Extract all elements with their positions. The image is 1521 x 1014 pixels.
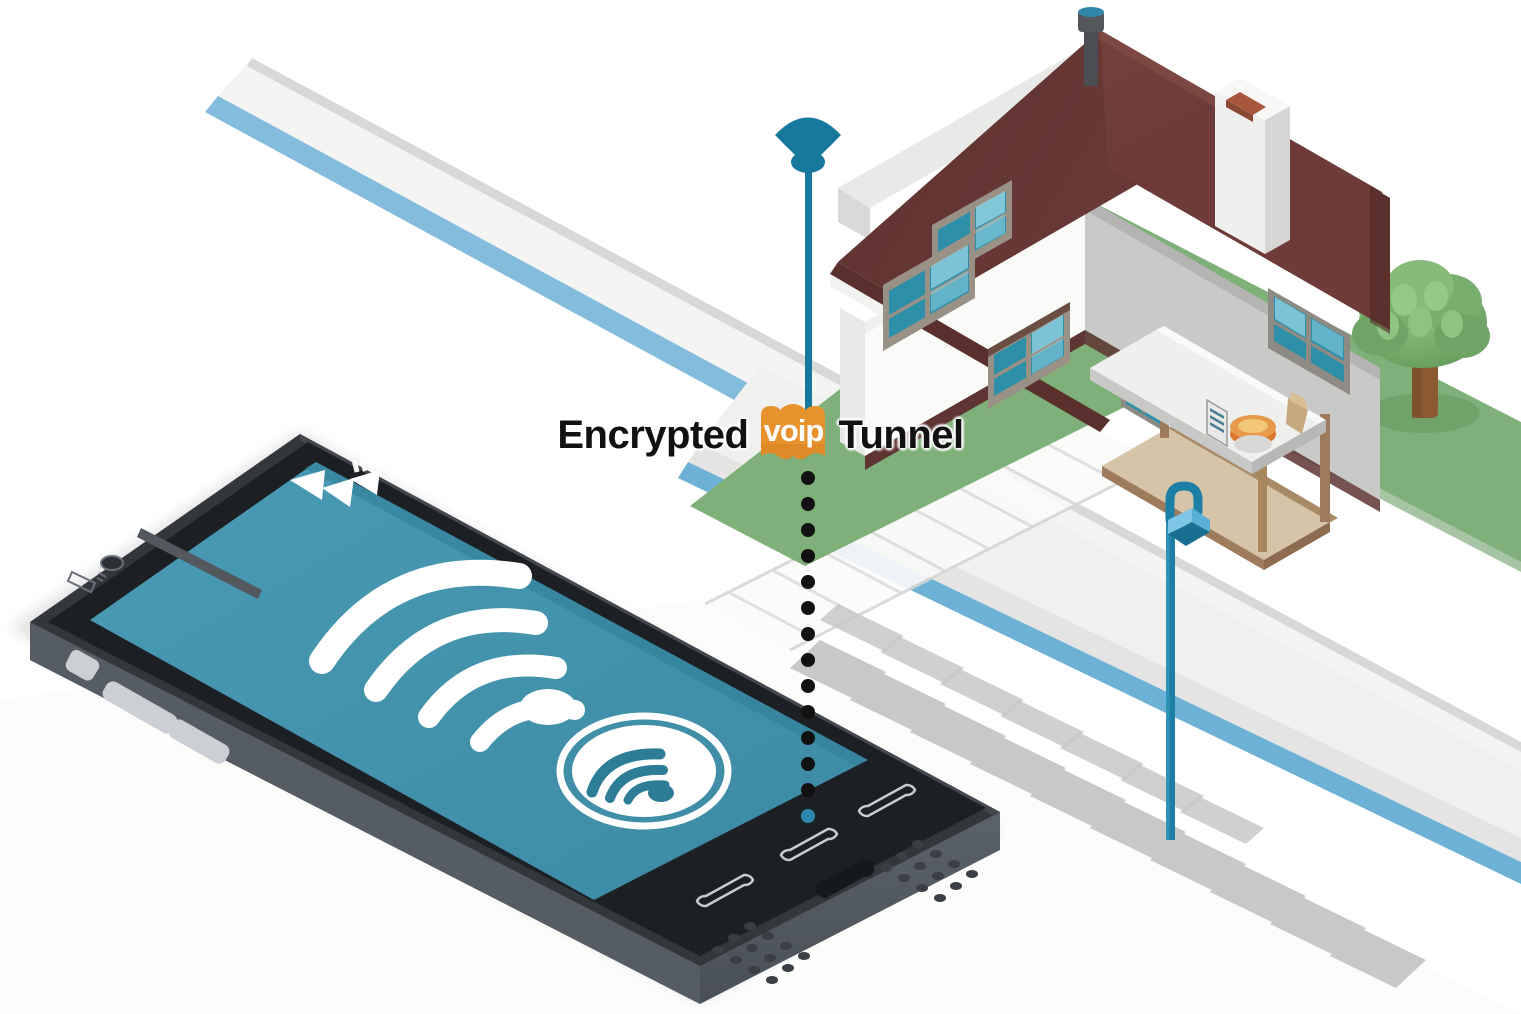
- phone-speaker-grille-right: [880, 840, 978, 902]
- phone-power-button[interactable]: [65, 649, 100, 681]
- phone-recents-button[interactable]: [857, 783, 917, 818]
- house-vent-pipe: [1078, 7, 1104, 86]
- porch-items: [1206, 392, 1308, 453]
- street-lamp: [1165, 481, 1210, 840]
- phone-back-button[interactable]: [695, 873, 755, 908]
- phone-volume-up-button[interactable]: [102, 681, 178, 734]
- voip-badge-shape: [761, 404, 826, 459]
- voip-badge[interactable]: voip: [756, 404, 830, 466]
- phone-usb-port: [816, 858, 874, 899]
- porch-post: [1258, 452, 1267, 552]
- voip-badge-label: voip: [763, 412, 825, 448]
- smartphone[interactable]: [10, 432, 1000, 1004]
- encrypted-tunnel-dotted-line: [801, 471, 815, 823]
- tunnel-label-prefix: Encrypted: [557, 413, 749, 457]
- phone-navigation-keys[interactable]: [695, 783, 917, 908]
- phone-screen-wifi-badge-icon: [556, 712, 732, 830]
- phone-earpiece: [137, 528, 262, 599]
- wifi-antenna-icon: [775, 117, 841, 173]
- phone-home-button[interactable]: [779, 827, 839, 862]
- house-window: [988, 302, 1070, 409]
- phone-statusbar-battery-icon: [352, 452, 390, 473]
- porch-post: [1320, 414, 1330, 522]
- tree: [1352, 260, 1490, 433]
- phone-statusbar: [290, 452, 390, 507]
- encrypted-voip-tunnel-label: Encrypted voip Tunnel: [0, 404, 1521, 466]
- house-chimney: [1215, 78, 1290, 254]
- tree-foliage: [1352, 260, 1490, 368]
- house[interactable]: [830, 7, 1390, 570]
- phone-screen-wifi-icon: [309, 559, 585, 752]
- phone-volume-down-button[interactable]: [168, 719, 230, 764]
- phone-statusbar-signal-icon: [290, 470, 380, 507]
- phone-sensor-icon: [66, 570, 107, 594]
- wifi-antenna[interactable]: [775, 117, 841, 426]
- crosswalk: [790, 604, 1426, 988]
- house-window: [883, 232, 975, 351]
- phone-speaker-grille-left: [712, 922, 810, 984]
- phone-bottom-edge: [712, 840, 978, 984]
- tunnel-label-suffix: Tunnel: [838, 413, 964, 457]
- phone-side-buttons[interactable]: [65, 649, 230, 764]
- phone-front-camera: [100, 555, 124, 571]
- house-window: [1268, 288, 1350, 395]
